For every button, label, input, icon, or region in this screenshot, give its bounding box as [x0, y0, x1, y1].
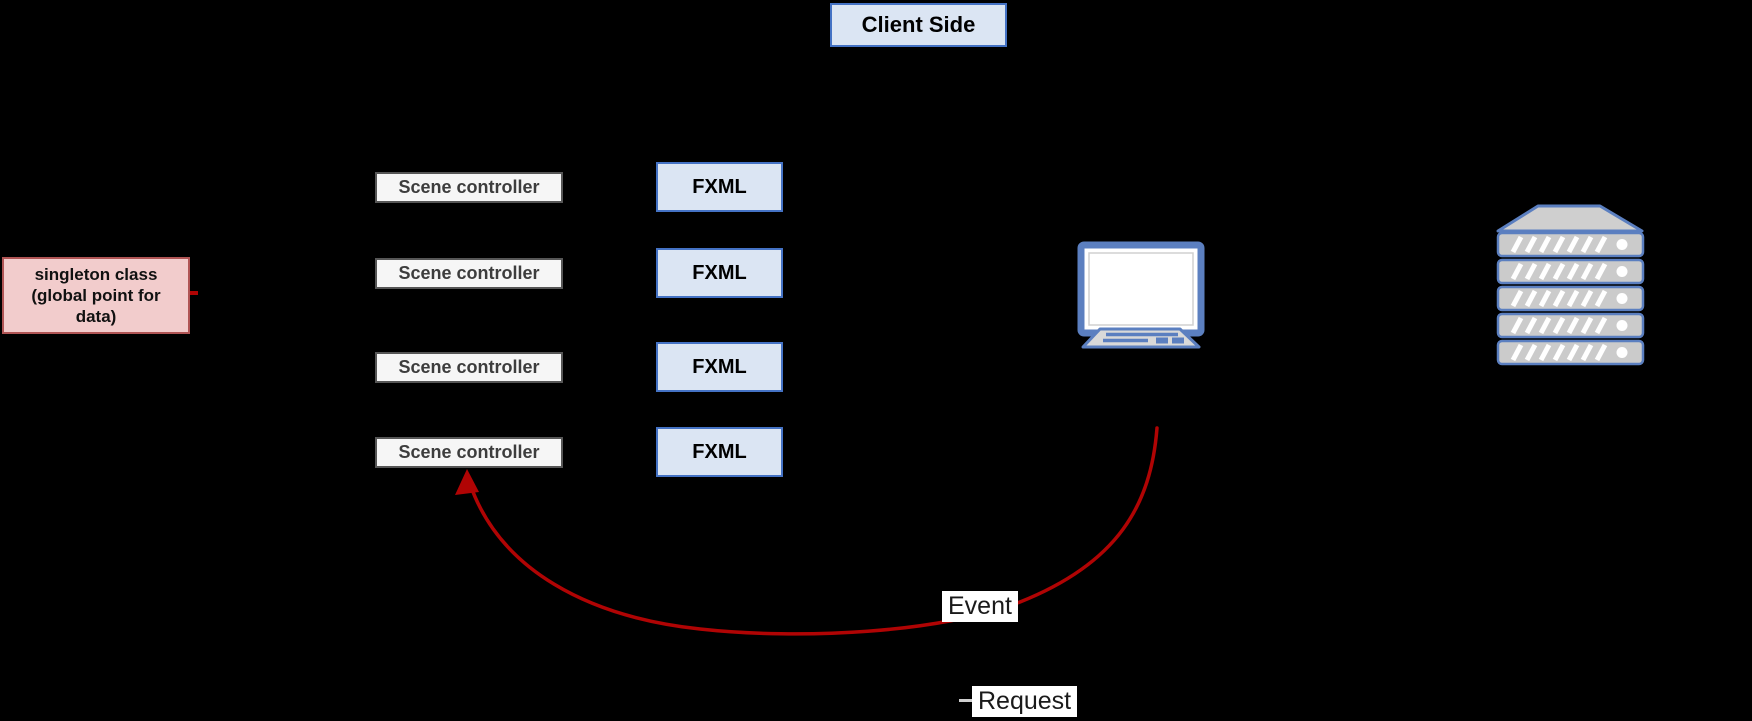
scene-controller-node-1: Scene controller: [375, 172, 563, 203]
event-label: Event: [942, 591, 1018, 622]
scene-controller-node-3: Scene controller: [375, 352, 563, 383]
fxml-node-2: FXML: [656, 248, 783, 298]
fxml-node-4: FXML: [656, 427, 783, 477]
request-label: Request: [972, 686, 1078, 717]
event-arrow: [455, 426, 1159, 636]
scene-controller-node-2: Scene controller: [375, 258, 563, 289]
singleton-line: data): [75, 307, 117, 327]
computer-icon: [1077, 241, 1205, 349]
scene-controller-node-4: Scene controller: [375, 437, 563, 468]
connector-dash: [959, 699, 972, 702]
connector-stub-red: [190, 291, 198, 295]
server-stack-icon: [1498, 204, 1643, 364]
fxml-node-1: FXML: [656, 162, 783, 212]
singleton-line: singleton class: [34, 264, 158, 284]
arrowhead: [455, 469, 479, 495]
client-side-title: Client Side: [830, 3, 1007, 47]
fxml-node-3: FXML: [656, 342, 783, 392]
singleton-class-node: singleton class (global point for data): [2, 257, 190, 334]
singleton-line: (global point for: [31, 285, 161, 305]
